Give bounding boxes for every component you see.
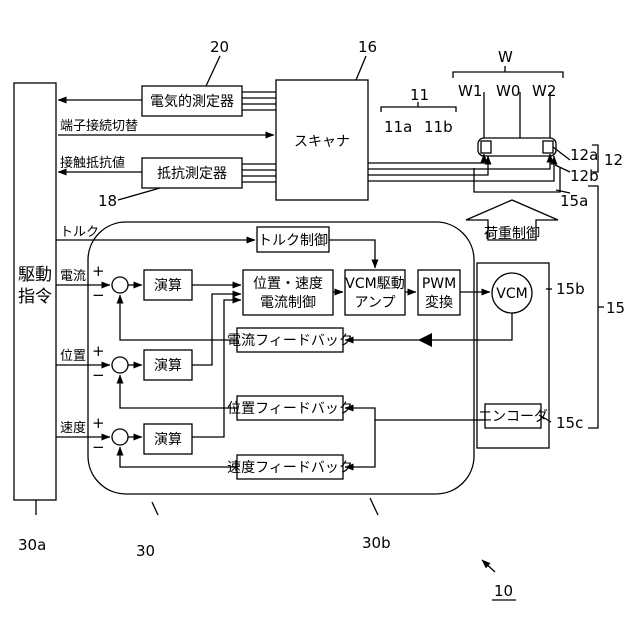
vcm-label: VCM (496, 286, 527, 302)
pwm-label-1: PWM (422, 276, 456, 292)
ref-w0: W0 (496, 82, 520, 100)
torque-control-label: トルク制御 (258, 233, 328, 249)
ref-11a: 11a (384, 118, 412, 136)
ref-11b: 11b (424, 118, 453, 136)
calc-label-2: 演算 (154, 358, 182, 374)
ref-w1: W1 (458, 82, 482, 100)
sum-junction-current (112, 277, 128, 293)
speed-signal-label: 速度 (60, 420, 86, 436)
ref-15b: 15b (556, 280, 585, 298)
controller-frame (88, 222, 474, 494)
ref-w: W (498, 48, 513, 66)
torque-signal-label: トルク (60, 225, 99, 240)
ref-12b: 12b (570, 167, 599, 185)
probe-contact-left (481, 141, 491, 153)
plus-sign-position: + (92, 342, 105, 360)
sum-junction-speed (112, 429, 128, 445)
ref-30b: 30b (362, 534, 391, 552)
terminal-switch-label: 端子接続切替 (60, 118, 138, 134)
ref-30a: 30a (18, 536, 46, 554)
vcm-amp-label-2: アンプ (354, 295, 395, 311)
calc-label-3: 演算 (154, 432, 182, 448)
pos-speed-current-label-2: 電流制御 (260, 295, 316, 311)
electric-meter-label: 電気的測定器 (150, 94, 234, 110)
position-signal-label: 位置 (60, 349, 86, 364)
sum-junction-position (112, 357, 128, 373)
probe-holder (474, 168, 560, 192)
speed-feedback-label: 速度フィードバック (227, 460, 353, 476)
ref-11: 11 (410, 86, 429, 104)
ref-15c: 15c (556, 414, 583, 432)
ref-20: 20 (210, 38, 229, 56)
ref-10: 10 (494, 582, 513, 600)
ref-15: 15 (606, 299, 625, 317)
pwm-label-2: 変換 (425, 294, 453, 311)
ref-12: 12 (604, 151, 623, 169)
w-bracket (453, 72, 563, 78)
ref-18: 18 (98, 192, 117, 210)
plus-sign-current: + (92, 262, 105, 280)
ref-30: 30 (136, 542, 155, 560)
load-control-label: 荷重制御 (484, 226, 540, 242)
minus-sign-speed: − (92, 438, 105, 456)
ref-w2: W2 (532, 82, 556, 100)
pos-speed-current-label-1: 位置・速度 (253, 276, 323, 292)
encoder-label: エンコーダ (478, 409, 548, 425)
current-signal-label: 電流 (60, 269, 86, 284)
bracket-11 (381, 107, 456, 112)
resistance-meter-label: 抵抗測定器 (157, 166, 227, 182)
drive-command-label-1: 駆動 (18, 265, 52, 285)
ref-12a: 12a (570, 146, 598, 164)
scanner-label: スキャナ (294, 134, 350, 150)
bracket-15 (588, 186, 598, 428)
contact-resistance-label: 接触抵抗値 (60, 155, 125, 171)
feedback-triangle (418, 333, 432, 347)
minus-sign-position: − (92, 366, 105, 384)
vcm-amp-label-1: VCM駆動 (345, 276, 404, 292)
probe-contact-right (543, 141, 553, 153)
plus-sign-speed: + (92, 414, 105, 432)
minus-sign-current: − (92, 286, 105, 304)
drive-command-label-2: 指令 (18, 287, 52, 307)
current-feedback-label: 電流フィードバック (227, 333, 353, 349)
ref-15a: 15a (560, 192, 588, 210)
calc-label-1: 演算 (154, 278, 182, 294)
ref-16: 16 (358, 38, 377, 56)
position-feedback-label: 位置フィードバック (227, 401, 353, 417)
